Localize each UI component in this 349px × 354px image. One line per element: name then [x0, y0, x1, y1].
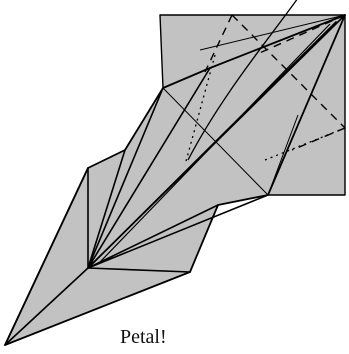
fold-line — [4, 267, 89, 346]
dotted-fold-line — [184, 54, 216, 166]
fold-line — [87, 67, 211, 269]
fold-line — [4, 167, 89, 346]
fold-line — [87, 149, 126, 269]
diagram-caption: Petal! — [120, 325, 167, 349]
fold-line — [87, 21, 337, 269]
fold-line — [87, 87, 164, 269]
fold-line — [87, 267, 191, 273]
curved-motion-arrow — [187, 0, 298, 161]
fold-line — [87, 194, 269, 269]
dashed-fold-line — [204, 14, 233, 73]
caption-text: Petal! — [120, 326, 167, 348]
spine-inner-edge — [99, 23, 331, 263]
dashed-fold-line — [231, 14, 346, 129]
dashed-fold-line — [291, 127, 346, 151]
dotted-fold-line — [264, 127, 346, 161]
fold-line — [87, 204, 219, 269]
crease-line — [267, 114, 299, 196]
dashed-fold-line — [254, 14, 346, 56]
mountain-fold-lines — [184, 54, 346, 166]
valley-fold-lines — [204, 14, 346, 151]
